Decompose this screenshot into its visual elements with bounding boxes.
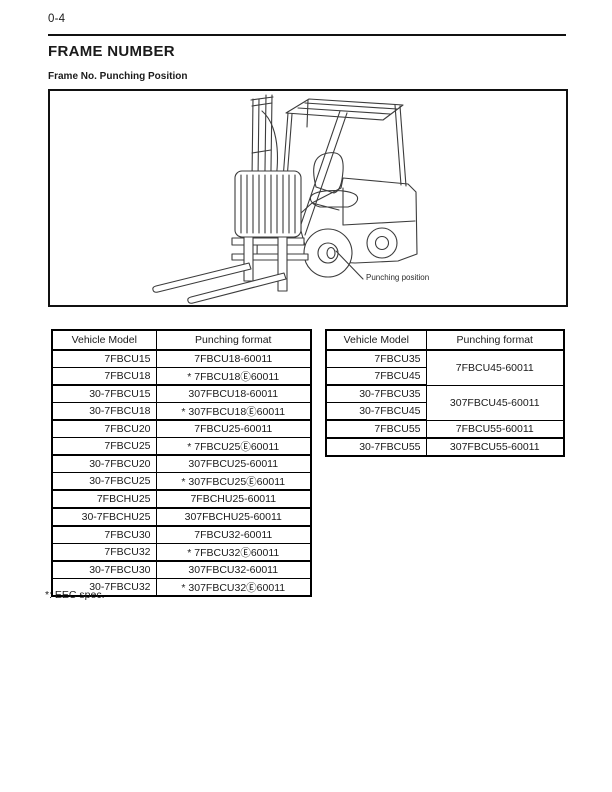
punching-format-cell: 307FBCU25-60011 [155, 454, 312, 473]
vehicle-model-cell: 30-7FBCU20 [51, 454, 157, 473]
vehicle-model-header: Vehicle Model [51, 329, 157, 351]
punching-format-cell: * 307FBCU32Ⓔ60011 [155, 578, 312, 597]
table-row: 30-7FBCU35 307FBCU45-60011 [325, 384, 565, 421]
page-title: FRAME NUMBER [48, 43, 175, 60]
vehicle-model-cell: 30-7FBCU32 [51, 578, 157, 597]
vehicle-model-cell: 30-7FBCU35 [325, 384, 427, 403]
table-row: 7FBCU18 * 7FBCU18Ⓔ60011 [51, 367, 312, 386]
vehicle-model-cell: 30-7FBCU18 [51, 402, 157, 421]
punching-format-cell: 307FBCU32-60011 [155, 560, 312, 579]
punching-format-cell: 7FBCU45-60011 [425, 349, 565, 386]
punching-format-header: Punching format [425, 329, 565, 351]
table-row: 30-7FBCU30 307FBCU32-60011 [51, 560, 312, 579]
table-row: 7FBCU55 7FBCU55-60011 [325, 419, 565, 439]
table-row: 30-7FBCU55 307FBCU55-60011 [325, 437, 565, 457]
punching-format-cell: * 7FBCU25Ⓔ60011 [155, 437, 312, 456]
vehicle-model-header: Vehicle Model [325, 329, 427, 351]
vehicle-model-cell: 30-7FBCU55 [325, 437, 427, 457]
vehicle-model-cell: 7FBCU15 [51, 349, 157, 368]
table-row: 7FBCU45 [325, 367, 564, 386]
table-header-row: Vehicle Model Punching format [51, 329, 312, 351]
table-row: 30-7FBCU20 307FBCU25-60011 [51, 454, 312, 473]
punching-format-cell: 307FBCU18-60011 [155, 384, 312, 403]
section-subtitle: Frame No. Punching Position [48, 71, 188, 82]
table-row: 7FBCU25 * 7FBCU25Ⓔ60011 [51, 437, 312, 456]
header-rule [48, 34, 566, 36]
footnote: *: EEC spec. [45, 589, 105, 601]
table-row: 7FBCU20 7FBCU25-60011 [51, 419, 312, 438]
table-header-row: Vehicle Model Punching format [325, 329, 565, 351]
vehicle-model-cell: 7FBCU20 [51, 419, 157, 438]
punching-format-cell: 7FBCHU25-60011 [155, 489, 312, 509]
punching-position-label: Punching position [366, 273, 430, 282]
page-number: 0-4 [48, 13, 66, 25]
table-row: 7FBCU30 7FBCU32-60011 [51, 525, 312, 544]
vehicle-model-cell: 30-7FBCU15 [51, 384, 157, 403]
table-row: 30-7FBCU15 307FBCU18-60011 [51, 384, 312, 403]
punching-format-cell: 7FBCU18-60011 [155, 349, 312, 368]
table-row: 7FBCU32 * 7FBCU32Ⓔ60011 [51, 543, 312, 562]
vehicle-model-cell: 7FBCU25 [51, 437, 157, 456]
vehicle-model-cell: 7FBCHU25 [51, 489, 157, 509]
forklift-diagram [152, 94, 418, 304]
punching-format-header: Punching format [155, 329, 312, 351]
table-row: 30-7FBCU18 * 307FBCU18Ⓔ60011 [51, 402, 312, 421]
vehicle-model-cell: 7FBCU30 [51, 525, 157, 544]
punching-format-table-left: Vehicle Model Punching format 7FBCU15 7F… [51, 329, 312, 597]
table-row: 30-7FBCHU25 307FBCHU25-60011 [51, 507, 312, 527]
punching-format-cell: 307FBCU55-60011 [425, 437, 565, 457]
punching-format-cell: 7FBCU25-60011 [155, 419, 312, 438]
punching-format-cell: 307FBCHU25-60011 [155, 507, 312, 527]
vehicle-model-cell: 7FBCU18 [51, 367, 157, 386]
punching-format-cell: 7FBCU55-60011 [425, 419, 565, 439]
vehicle-model-cell: 7FBCU45 [325, 367, 427, 386]
table-row: 30-7FBCU32 * 307FBCU32Ⓔ60011 [51, 578, 312, 597]
vehicle-model-cell: 30-7FBCU30 [51, 560, 157, 579]
vehicle-model-cell: 30-7FBCHU25 [51, 507, 157, 527]
vehicle-model-cell: 30-7FBCU25 [51, 472, 157, 491]
vehicle-model-cell: 30-7FBCU45 [325, 402, 427, 421]
table-row: 30-7FBCU45 [325, 402, 564, 421]
punching-format-cell: * 7FBCU18Ⓔ60011 [155, 367, 312, 386]
vehicle-model-cell: 7FBCU35 [325, 349, 427, 368]
punching-format-cell: 307FBCU45-60011 [425, 384, 565, 421]
punching-format-cell: * 307FBCU25Ⓔ60011 [155, 472, 312, 491]
vehicle-model-cell: 7FBCU32 [51, 543, 157, 562]
punching-position-figure: Punching position [48, 89, 568, 307]
table-row: 7FBCHU25 7FBCHU25-60011 [51, 489, 312, 509]
punching-format-cell: * 7FBCU32Ⓔ60011 [155, 543, 312, 562]
punching-format-cell: 7FBCU32-60011 [155, 525, 312, 544]
table-row: 30-7FBCU25 * 307FBCU25Ⓔ60011 [51, 472, 312, 491]
punching-format-table-right: Vehicle Model Punching format 7FBCU35 7F… [325, 329, 565, 457]
table-row: 7FBCU35 7FBCU45-60011 [325, 349, 565, 386]
punching-format-cell: * 307FBCU18Ⓔ60011 [155, 402, 312, 421]
table-row: 7FBCU15 7FBCU18-60011 [51, 349, 312, 368]
vehicle-model-cell: 7FBCU55 [325, 419, 427, 439]
